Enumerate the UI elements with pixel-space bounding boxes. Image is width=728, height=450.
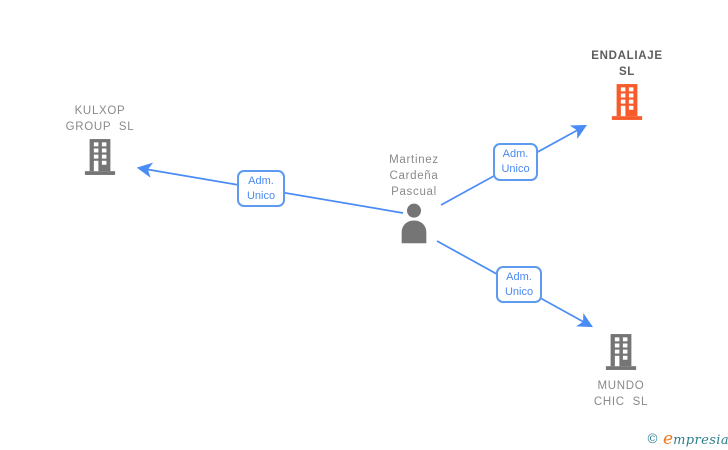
company-name-kulxop[interactable]: KULXOP GROUP SL bbox=[30, 103, 170, 135]
empresia-logo[interactable]: © empresia bbox=[646, 429, 728, 449]
building-icon[interactable] bbox=[83, 138, 117, 181]
edge-label-adm-unico-kulxop[interactable]: Adm. Unico bbox=[237, 170, 285, 207]
brand-initial: e bbox=[663, 429, 674, 449]
person-node-martinez[interactable]: Martinez Cardeña Pascual bbox=[344, 152, 484, 249]
company-node-mundo[interactable]: MUNDO CHIC SL bbox=[551, 333, 691, 410]
person-name-line: Martinez bbox=[389, 154, 439, 166]
edge-label-line: Unico bbox=[246, 189, 276, 202]
person-icon[interactable] bbox=[397, 202, 431, 249]
copyright-icon: © bbox=[646, 432, 659, 447]
edge-label-line: Adm. bbox=[248, 174, 274, 187]
brand-name: mpresia bbox=[673, 433, 728, 448]
edge-label-line: Unico bbox=[504, 285, 534, 298]
edge-label-adm-unico-mundo[interactable]: Adm. Unico bbox=[496, 266, 542, 303]
edge-label-adm-unico-endaliaje[interactable]: Adm. Unico bbox=[493, 143, 538, 181]
company-name-line: ENDALIAJE bbox=[591, 50, 663, 62]
company-name-line: GROUP SL bbox=[65, 121, 135, 133]
person-name[interactable]: Martinez Cardeña Pascual bbox=[344, 152, 484, 200]
person-name-line: Cardeña bbox=[389, 170, 439, 182]
company-name-mundo[interactable]: MUNDO CHIC SL bbox=[551, 378, 691, 410]
company-name-line: KULXOP bbox=[74, 105, 126, 117]
person-name-line: Pascual bbox=[391, 186, 437, 198]
edge-label-line: Adm. bbox=[506, 270, 532, 283]
building-icon[interactable] bbox=[604, 333, 638, 376]
company-name-line: CHIC SL bbox=[593, 396, 649, 408]
company-name-line: MUNDO bbox=[597, 380, 645, 392]
company-name-line: SL bbox=[618, 66, 636, 78]
company-name-endaliaje[interactable]: ENDALIAJE SL bbox=[557, 48, 697, 80]
company-node-kulxop[interactable]: KULXOP GROUP SL bbox=[30, 103, 170, 181]
building-icon-highlighted[interactable] bbox=[610, 83, 644, 126]
company-node-endaliaje[interactable]: ENDALIAJE SL bbox=[557, 48, 697, 126]
edge-label-line: Unico bbox=[501, 163, 530, 175]
edge-label-line: Adm. bbox=[502, 148, 529, 160]
